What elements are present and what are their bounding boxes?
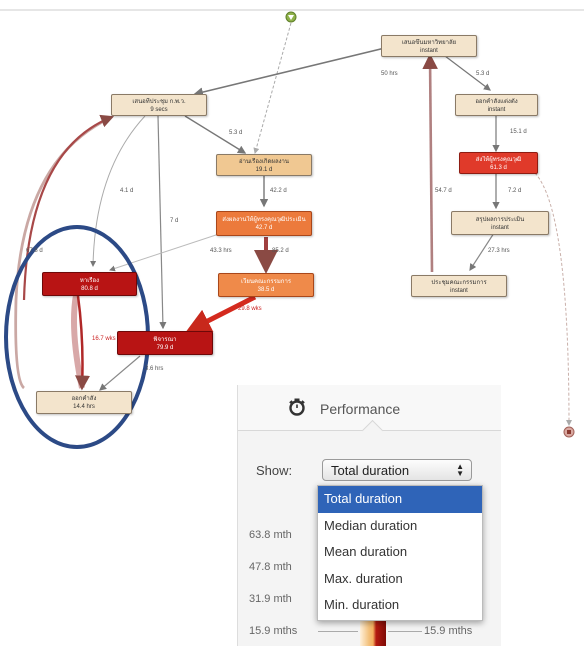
node-value: instant [420, 48, 438, 54]
activity-node-review-work[interactable]: อ่านเรื่องเกิดผลงาน 19.1 d [216, 154, 312, 176]
option-min-duration[interactable]: Min. duration [324, 597, 400, 613]
edge-8[interactable] [422, 53, 438, 273]
end-node[interactable] [563, 426, 575, 438]
edge-label-10: 67.8 d [26, 248, 43, 254]
node-value: 19.1 d [255, 167, 273, 173]
node-value: 14.4 hrs [73, 404, 95, 410]
node-label: สรุปผลการประเมิน [475, 217, 525, 223]
node-value: 79.9 d [156, 345, 174, 351]
activity-node-send-to-experts[interactable]: ส่งให้ผู้ทรงคุณวุฒิ 61.3 d [459, 152, 538, 174]
edge-16[interactable] [99, 355, 141, 391]
edge-label-5: 4.1 d [120, 188, 134, 194]
edge-label-14: 29.8 wks [238, 306, 262, 312]
performance-panel: Performance Show: Total duration ▲▼ 63.8… [237, 385, 501, 646]
scale-line-right [388, 631, 422, 632]
edge-6[interactable] [157, 115, 167, 330]
node-label: ออกคำสั่งแต่งตั้ง [475, 99, 518, 105]
node-label: ส่งผลงานให้ผู้ทรงคุณวุฒิประเมิน [222, 217, 306, 223]
edge-label-13: 27.3 hrs [488, 248, 510, 254]
edge-end[interactable] [534, 172, 572, 426]
node-value: instant [450, 288, 468, 294]
edge-label-8: 54.7 d [435, 188, 452, 194]
scale-tick-3: 31.9 mth [249, 593, 292, 605]
select-arrows-icon: ▲▼ [456, 462, 464, 478]
activity-node-send-work-to-experts[interactable]: ส่งผลงานให้ผู้ทรงคุณวุฒิประเมิน 42.7 d [216, 211, 312, 236]
stopwatch-icon [289, 398, 305, 416]
activity-node-circulate-committee[interactable]: เวียนคณะกรรมการ 38.5 d [218, 273, 314, 297]
node-label: ออกคำสั่ง [71, 396, 97, 402]
edge-label-4: 15.1 d [510, 129, 527, 135]
node-label: ส่งให้ผู้ทรงคุณวุฒิ [475, 157, 522, 163]
activity-node-submit-university[interactable]: เสนอขึ้นมหาวิทยาลัย instant [381, 35, 477, 57]
option-max-duration[interactable]: Max. duration [324, 570, 403, 586]
node-value: 38.5 d [257, 287, 275, 293]
edge-label-1: 50 hrs [381, 71, 398, 77]
node-label: เสนอที่ประชุม ก.พ.ว. [132, 99, 186, 105]
activity-node-consider[interactable]: พิจารณา 79.9 d [117, 331, 213, 355]
duration-dropdown[interactable]: Total duration Median duration Mean dura… [317, 485, 483, 621]
edge-start[interactable] [253, 22, 292, 154]
edge-label-15: 16.7 wks [92, 336, 116, 342]
node-label: เวียนคณะกรรมการ [240, 279, 292, 285]
edge-label-2: 5.3 d [476, 71, 490, 77]
activity-node-issue-appointment-order[interactable]: ออกคำสั่งแต่งตั้ง instant [455, 94, 538, 116]
edge-5[interactable] [90, 115, 146, 267]
node-value: 9 secs [150, 107, 168, 113]
scale-line-left [318, 631, 358, 632]
activity-node-issue-order[interactable]: ออกคำสั่ง 14.4 hrs [36, 391, 132, 414]
option-total-duration[interactable]: Total duration [318, 486, 482, 513]
edge-11[interactable] [109, 231, 226, 272]
scale-tick-1: 63.8 mth [249, 529, 292, 541]
node-label: พิจารณา [153, 337, 177, 343]
scale-tick-2: 47.8 mth [249, 561, 292, 573]
node-label: อ่านเรื่องเกิดผลงาน [238, 159, 290, 165]
node-label: หาเรื่อง [79, 278, 100, 284]
node-label: ประชุมคณะกรรมการ [431, 280, 487, 286]
activity-node-find-topic[interactable]: หาเรื่อง 80.8 d [42, 272, 137, 296]
activity-node-summarize-evaluation[interactable]: สรุปผลการประเมิน instant [451, 211, 549, 235]
scale-gradient-bar [360, 619, 386, 646]
edge-label-12: 85.2 d [272, 248, 289, 254]
node-value: 42.7 d [255, 225, 273, 231]
performance-title: Performance [320, 401, 401, 417]
option-median-duration[interactable]: Median duration [324, 517, 418, 533]
node-value: instant [491, 225, 509, 231]
node-value: 80.8 d [81, 286, 98, 292]
option-mean-duration[interactable]: Mean duration [324, 544, 408, 560]
node-label: เสนอขึ้นมหาวิทยาลัย [401, 40, 457, 46]
show-select[interactable]: Total duration ▲▼ [322, 459, 472, 481]
activity-node-committee-meeting-2[interactable]: ประชุมคณะกรรมการ instant [411, 275, 507, 297]
edge-15[interactable] [75, 295, 91, 391]
edge-label-9: 7.2 d [508, 188, 522, 194]
node-value: instant [487, 107, 506, 113]
node-value: 61.3 d [490, 165, 507, 171]
edge-label-16: 3.6 hrs [145, 366, 164, 372]
edge-3[interactable] [184, 115, 247, 154]
edge-label-3: 5.3 d [229, 130, 243, 136]
edge-1[interactable] [193, 47, 386, 97]
edge-13[interactable] [469, 232, 495, 272]
edge-14[interactable] [185, 294, 257, 333]
edge-label-7: 42.2 d [270, 188, 287, 194]
show-select-value: Total duration [331, 463, 410, 478]
scale-tick-4: 15.9 mths [249, 625, 298, 637]
edge-label-11: 43.3 hrs [210, 248, 232, 254]
edge-label-6: 7 d [170, 218, 179, 224]
edge-2[interactable] [444, 55, 491, 91]
start-node[interactable] [285, 11, 297, 23]
edge-10[interactable] [22, 114, 115, 301]
activity-node-committee-meeting[interactable]: เสนอที่ประชุม ก.พ.ว. 9 secs [111, 94, 207, 116]
scale-tick-right: 15.9 mths [424, 625, 473, 637]
show-label: Show: [256, 463, 293, 478]
